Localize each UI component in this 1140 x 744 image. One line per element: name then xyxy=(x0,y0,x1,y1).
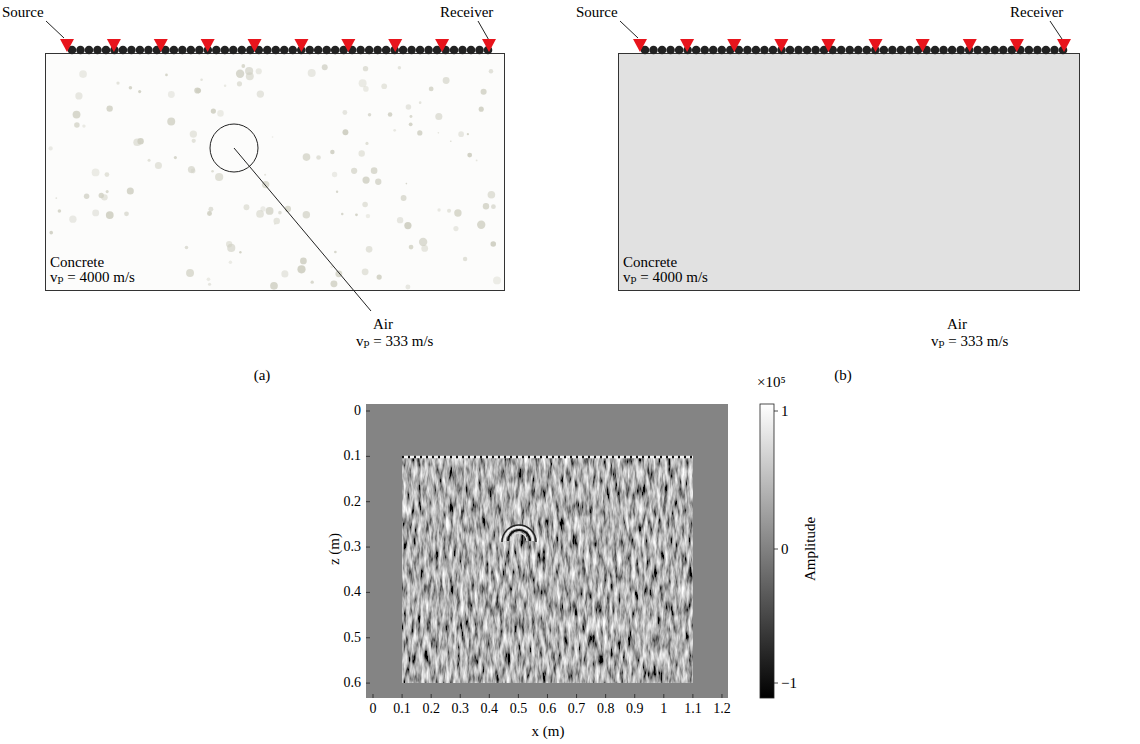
material-name: Concrete xyxy=(623,255,708,270)
callout-label: (b) xyxy=(834,367,852,383)
transducer-array xyxy=(60,39,1071,54)
callout-label: Air xyxy=(373,316,393,332)
callout-label: Source xyxy=(2,4,44,20)
callout-label: Receiver xyxy=(1010,4,1063,20)
colorbar-label: ×10⁵ xyxy=(757,374,786,390)
axis-label: 0.3 xyxy=(451,701,469,717)
plot-ground xyxy=(366,404,728,698)
axis-label: 0.8 xyxy=(597,701,615,717)
colorbar-label: 1 xyxy=(781,403,789,419)
axis-label: 0 xyxy=(354,403,361,419)
axis-label: 0.6 xyxy=(539,701,557,717)
axis-label: 0.4 xyxy=(481,701,499,717)
air-void xyxy=(210,124,258,172)
material-text: Concretevₚ = 4000 m/s xyxy=(50,255,135,285)
axis-label: 1.1 xyxy=(684,701,702,717)
axis-label: z (m) xyxy=(326,533,342,565)
axis-label: 1 xyxy=(660,701,667,717)
axis-label: 1.2 xyxy=(713,701,731,717)
axis-label: 0.9 xyxy=(626,701,644,717)
concrete-block: Concretevₚ = 4000 m/s xyxy=(618,53,1080,291)
migrated-image xyxy=(402,456,693,683)
wave-speed: vₚ = 4000 m/s xyxy=(623,270,708,285)
axis-label: 0.5 xyxy=(510,701,528,717)
surface-reflection xyxy=(402,456,693,459)
material-text: Concretevₚ = 4000 m/s xyxy=(623,255,708,285)
axis-ticks xyxy=(366,411,778,698)
wave-speed: vₚ = 4000 m/s xyxy=(50,270,135,285)
callout-label: vₚ = 333 m/s xyxy=(356,333,433,349)
axis-label: 0.7 xyxy=(568,701,586,717)
axis-label: 0.6 xyxy=(344,675,362,691)
colorbar-label: 0 xyxy=(781,541,789,557)
axis-label: 0.2 xyxy=(344,494,362,510)
axis-label: 0.3 xyxy=(344,539,362,555)
axis-label: x (m) xyxy=(532,723,565,739)
axis-label: 0.2 xyxy=(422,701,440,717)
axis-label: 0.4 xyxy=(344,584,362,600)
callout-label: Air xyxy=(947,316,967,332)
axis-label: 0.5 xyxy=(344,630,362,646)
callout-label: (a) xyxy=(254,367,271,383)
colorbar xyxy=(760,404,774,698)
axis-label: 0.1 xyxy=(393,701,411,717)
callout-label: vₚ = 333 m/s xyxy=(931,333,1008,349)
colorbar-label: Amplitude xyxy=(802,517,818,581)
concrete-block: Concretevₚ = 4000 m/s xyxy=(45,53,505,291)
surface-reflection xyxy=(402,456,693,459)
callout-label: Source xyxy=(576,4,618,20)
callout-label: Receiver xyxy=(440,4,493,20)
leader-line xyxy=(46,21,1064,42)
void-image xyxy=(502,525,536,542)
colorbar-label: −1 xyxy=(781,675,797,691)
leader-line xyxy=(234,148,371,311)
axis-label: 0 xyxy=(370,701,377,717)
axis-label: 0.1 xyxy=(344,448,362,464)
material-name: Concrete xyxy=(50,255,135,270)
aggregate-dots xyxy=(49,64,501,290)
